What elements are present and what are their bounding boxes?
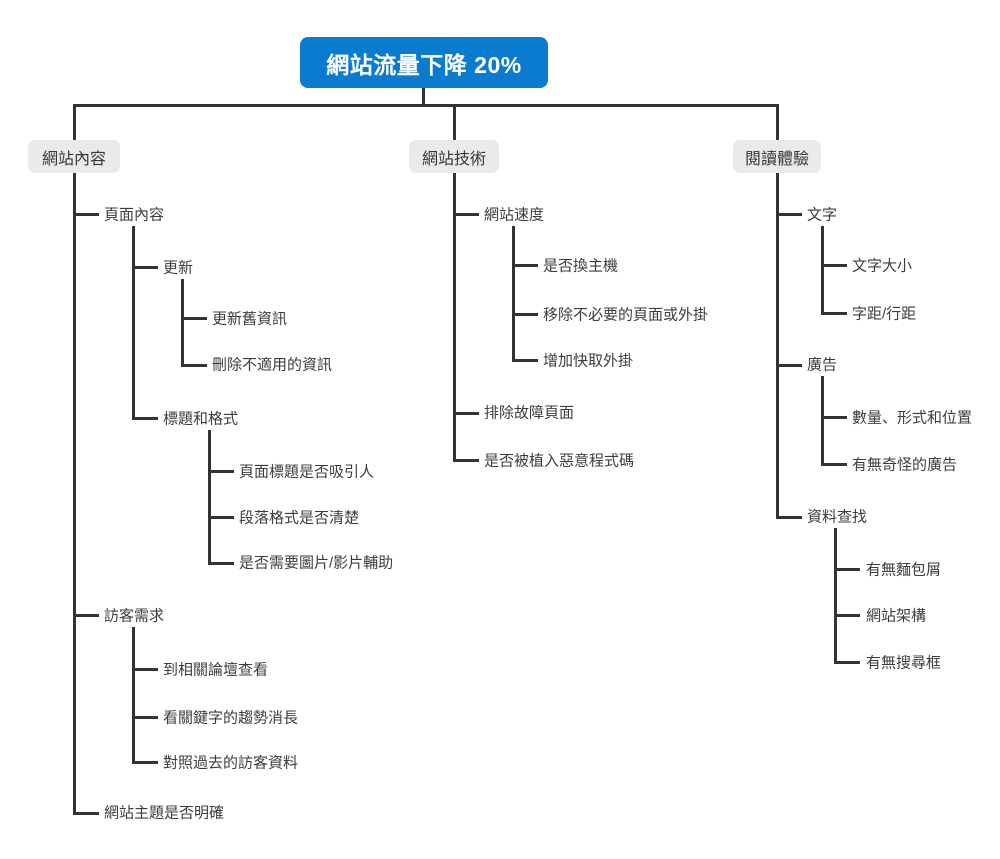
node-malicious-code-check: 是否被植入惡意程式碼 bbox=[484, 452, 635, 470]
node-check-forums: 到相關論壇查看 bbox=[163, 661, 269, 679]
connector-mid-branch-drop bbox=[453, 104, 456, 140]
branch-reading-experience-label: 閱讀體驗 bbox=[744, 150, 809, 168]
connector-tick bbox=[132, 668, 158, 671]
connector-tick bbox=[73, 812, 99, 815]
node-strange-ads: 有無奇怪的廣告 bbox=[852, 456, 958, 474]
connector-trunk-title-format bbox=[208, 430, 211, 565]
node-site-speed: 網站速度 bbox=[484, 206, 545, 224]
branch-site-content-label: 網站內容 bbox=[41, 150, 106, 168]
node-search-box: 有無搜尋框 bbox=[866, 654, 942, 672]
root-node-label: 網站流量下降 20% bbox=[326, 51, 522, 78]
root-node: 網站流量下降 20% bbox=[300, 37, 548, 88]
connector-tick bbox=[821, 264, 847, 267]
connector-tick bbox=[181, 317, 207, 320]
node-page-content: 頁面內容 bbox=[104, 206, 165, 224]
node-page-title-attractive: 頁面標題是否吸引人 bbox=[239, 463, 375, 481]
connector-tick bbox=[73, 213, 99, 216]
connector-tick bbox=[512, 264, 538, 267]
connector-tick bbox=[132, 266, 158, 269]
connector-tick bbox=[776, 516, 802, 519]
node-remove-pages-plugins: 移除不必要的頁面或外掛 bbox=[543, 306, 709, 324]
node-paragraph-format-clear: 段落格式是否清楚 bbox=[239, 509, 360, 527]
connector-tick bbox=[776, 364, 802, 367]
node-text: 文字 bbox=[807, 206, 838, 224]
node-keyword-trends: 看關鍵字的趨勢消長 bbox=[163, 709, 299, 727]
node-update: 更新 bbox=[163, 259, 194, 277]
connector-tick bbox=[776, 213, 802, 216]
node-breadcrumbs: 有無麵包屑 bbox=[866, 561, 942, 579]
connector-tick bbox=[821, 463, 847, 466]
connector-tick bbox=[132, 761, 158, 764]
branch-site-tech: 網站技術 bbox=[409, 140, 499, 173]
connector-tick bbox=[821, 416, 847, 419]
branch-site-content: 網站內容 bbox=[28, 140, 120, 173]
connector-tick bbox=[181, 364, 207, 367]
node-update-old-info: 更新舊資訊 bbox=[212, 310, 288, 328]
connector-trunk-info-finding bbox=[834, 528, 837, 664]
connector-main-horizontal bbox=[73, 104, 779, 107]
connector-trunk-site-tech bbox=[453, 173, 456, 462]
connector-trunk-reading-experience bbox=[776, 173, 779, 519]
connector-tick bbox=[834, 614, 860, 617]
connector-tick bbox=[512, 313, 538, 316]
node-need-images-videos: 是否需要圖片/影片輔助 bbox=[239, 554, 394, 572]
node-fix-broken-pages: 排除故障頁面 bbox=[484, 404, 575, 422]
connector-left-branch-drop bbox=[73, 104, 76, 140]
connector-tick bbox=[73, 614, 99, 617]
connector-tick bbox=[208, 516, 234, 519]
connector-tick bbox=[834, 661, 860, 664]
connector-trunk-ads bbox=[821, 376, 824, 466]
connector-tick bbox=[821, 312, 847, 315]
connector-trunk-site-speed bbox=[512, 226, 515, 362]
connector-tick bbox=[132, 417, 158, 420]
node-remove-outdated-info: 刪除不適用的資訊 bbox=[212, 356, 333, 374]
branch-site-tech-label: 網站技術 bbox=[421, 150, 486, 168]
node-info-finding: 資料查找 bbox=[807, 508, 868, 526]
node-change-host: 是否換主機 bbox=[543, 257, 619, 275]
node-ads: 廣告 bbox=[807, 356, 838, 374]
node-letter-line-spacing: 字距/行距 bbox=[852, 305, 917, 323]
connector-tick bbox=[834, 568, 860, 571]
node-title-and-format: 標題和格式 bbox=[163, 410, 239, 428]
connector-tick bbox=[453, 412, 479, 415]
connector-trunk-text bbox=[821, 226, 824, 315]
connector-tick bbox=[512, 359, 538, 362]
node-site-structure: 網站架構 bbox=[866, 607, 927, 625]
connector-tick bbox=[208, 470, 234, 473]
connector-tick bbox=[208, 562, 234, 565]
connector-root-drop bbox=[422, 88, 425, 105]
connector-trunk-visitor-needs bbox=[132, 627, 135, 764]
connector-tick bbox=[453, 213, 479, 216]
connector-trunk-update bbox=[181, 279, 184, 367]
node-add-cache-plugin: 增加快取外掛 bbox=[543, 352, 634, 370]
node-compare-past-visitors: 對照過去的訪客資料 bbox=[163, 754, 299, 772]
connector-trunk-page-content bbox=[132, 226, 135, 420]
node-ad-quantity-format-position: 數量、形式和位置 bbox=[852, 409, 973, 427]
connector-trunk-site-content bbox=[73, 173, 76, 815]
node-site-theme-clear: 網站主題是否明確 bbox=[104, 804, 225, 822]
branch-reading-experience: 閱讀體驗 bbox=[733, 140, 821, 173]
node-visitor-needs: 訪客需求 bbox=[104, 607, 165, 625]
connector-tick bbox=[132, 716, 158, 719]
node-font-size: 文字大小 bbox=[852, 257, 913, 275]
connector-tick bbox=[453, 459, 479, 462]
connector-right-branch-drop bbox=[776, 104, 779, 140]
